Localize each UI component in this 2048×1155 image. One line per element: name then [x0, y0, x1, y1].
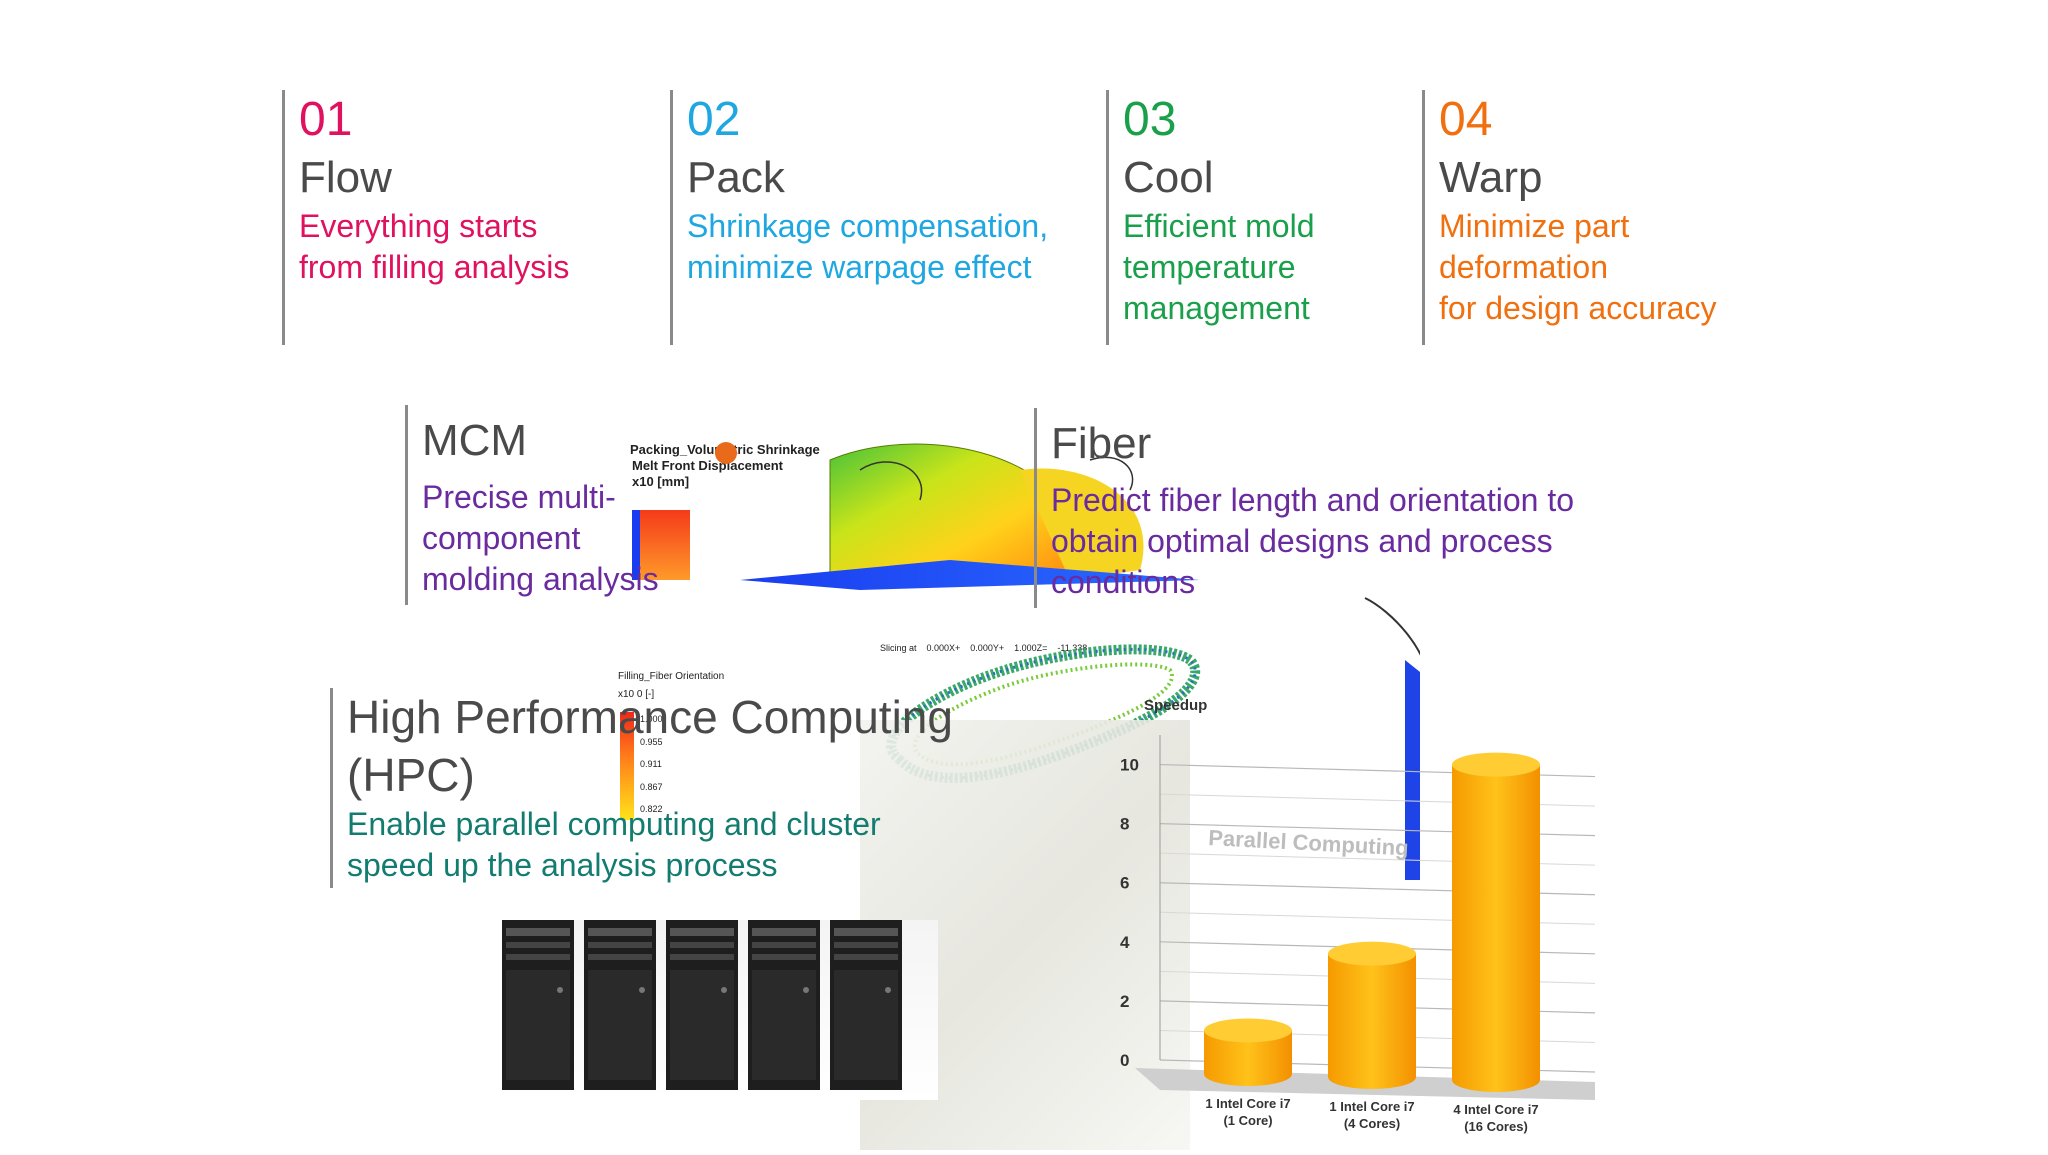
y-tick-label: 6 [1120, 874, 1129, 893]
step-warp: 04 Warp Minimize part deformation for de… [1422, 90, 1716, 345]
mcm-section: MCM Precise multi- component molding ana… [405, 405, 659, 605]
x-tick-label: (4 Cores) [1344, 1116, 1400, 1131]
bar-top [1204, 1018, 1292, 1043]
fiber-desc-line: obtain optimal designs and process [1051, 523, 1553, 559]
orange-marker [715, 442, 737, 464]
x-tick-label: (1 Core) [1223, 1113, 1272, 1128]
mcm-title: MCM [422, 416, 528, 465]
hpc-section: High Performance Computing (HPC) Enable … [330, 688, 953, 888]
x-tick-label: 4 Intel Core i7 [1453, 1102, 1538, 1117]
bar [1452, 764, 1540, 1092]
step-desc-line: minimize warpage effect [687, 249, 1032, 285]
step-desc-line: from filling analysis [299, 249, 570, 285]
step-desc-line: Minimize part [1439, 208, 1630, 244]
fiber-title: Fiber [1051, 419, 1152, 468]
mcm-desc-line: Precise multi- [422, 479, 616, 515]
y-tick-label: 0 [1120, 1051, 1129, 1070]
step-number: 03 [1123, 93, 1177, 146]
step-cool: 03 Cool Efficient mold temperature manag… [1106, 90, 1315, 345]
step-desc-line: Shrinkage compensation, [687, 208, 1049, 244]
step-title: Pack [687, 153, 785, 202]
warp-result-image [740, 443, 1420, 880]
fiber-slicing-label: Slicing at 0.000X+ 0.000Y+ 1.000Z= -11.3… [880, 643, 1088, 653]
step-number: 02 [687, 93, 741, 146]
bar-top [1452, 752, 1540, 777]
bar [1328, 953, 1416, 1089]
shrinkage-legend-bar [632, 510, 690, 580]
x-tick-label: 1 Intel Core i7 [1329, 1099, 1414, 1114]
hpc-title: High Performance Computing [347, 691, 953, 743]
fiber-tick: 0.822 [640, 804, 663, 814]
hpc-desc-line: speed up the analysis process [347, 847, 778, 883]
step-title: Cool [1123, 153, 1214, 202]
y-tick-label: 8 [1120, 815, 1129, 834]
y-tick-label: 2 [1120, 992, 1129, 1011]
shrinkage-panel-sub1: Melt Front Displacement [632, 458, 783, 473]
chart-title: Speedup [1144, 697, 1207, 714]
hpc-title-abbr: (HPC) [347, 749, 475, 801]
fiber-panel-unit: x10 0 [-] [618, 689, 655, 700]
y-tick-label: 10 [1120, 756, 1139, 775]
step-desc-line: management [1123, 290, 1310, 326]
fiber-tick: 1.000 [640, 714, 663, 724]
fiber-tick: 0.867 [640, 781, 663, 792]
bar [1204, 1030, 1292, 1086]
step-number: 04 [1439, 93, 1493, 146]
fiber-tick: 0.911 [640, 759, 662, 769]
fiber-desc-line: conditions [1051, 564, 1196, 600]
fiber-panel-title: Filling_Fiber Orientation [618, 671, 725, 682]
bar-top [1328, 941, 1416, 966]
x-tick-label: 1 Intel Core i7 [1205, 1096, 1290, 1111]
step-flow: 01 Flow Everything starts from filling a… [282, 90, 569, 345]
server-rack-image [502, 920, 938, 1100]
shrinkage-legend-blue [632, 510, 640, 580]
step-desc-line: deformation [1439, 249, 1608, 285]
mcm-desc-line: component [422, 520, 581, 556]
fiber-legend-bar [620, 712, 634, 820]
step-title: Warp [1439, 153, 1543, 202]
step-desc-line: for design accuracy [1439, 290, 1717, 326]
step-title: Flow [299, 153, 392, 202]
step-number: 01 [299, 93, 353, 146]
hpc-desc-line: Enable parallel computing and cluster [347, 806, 881, 842]
step-pack: 02 Pack Shrinkage compensation, minimize… [670, 90, 1048, 345]
fiber-tick: 0.955 [640, 736, 663, 747]
step-desc-line: Efficient mold [1123, 208, 1315, 244]
fiber-desc-line: Predict fiber length and orientation to [1051, 482, 1574, 518]
mcm-desc-line: molding analysis [422, 561, 659, 597]
fiber-section: Fiber Predict fiber length and orientati… [1034, 408, 1574, 608]
x-tick-label: (16 Cores) [1464, 1119, 1528, 1134]
shrinkage-panel-sub2: x10 [mm] [632, 474, 690, 489]
y-tick-label: 4 [1120, 933, 1130, 952]
step-desc-line: temperature [1123, 249, 1296, 285]
step-desc-line: Everything starts [299, 208, 538, 244]
